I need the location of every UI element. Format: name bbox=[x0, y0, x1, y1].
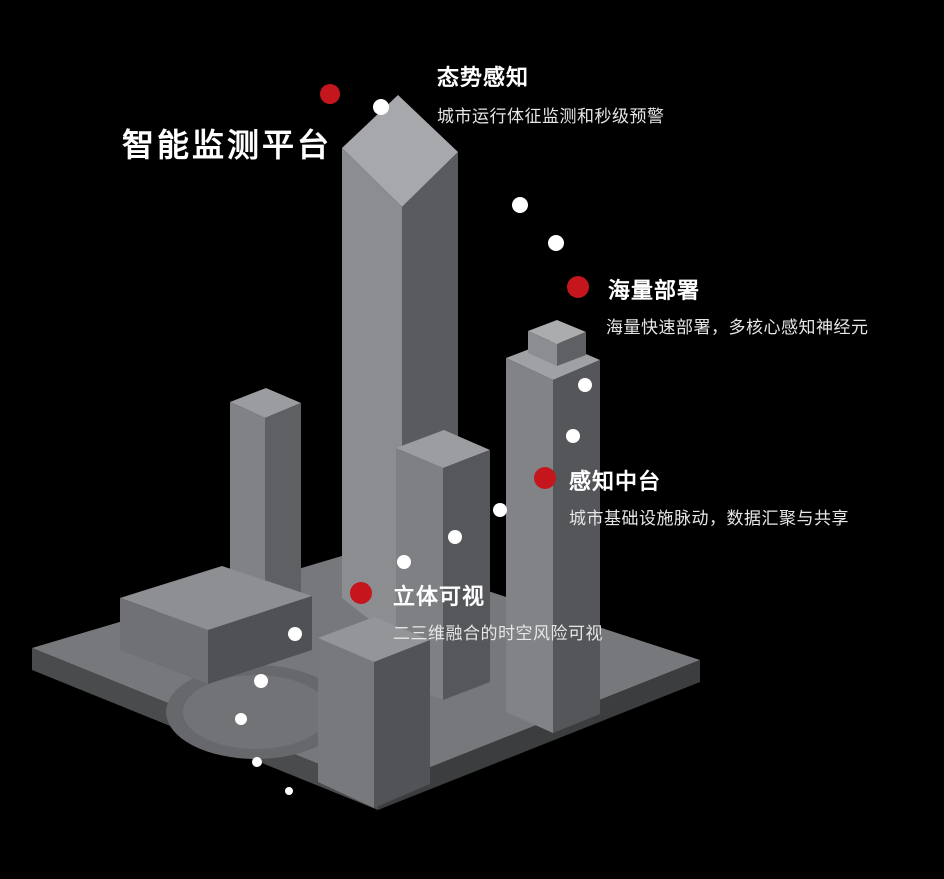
feature-desc-situational-awareness: 城市运行体征监测和秒级预警 bbox=[437, 107, 665, 126]
building-right-tower bbox=[506, 320, 600, 733]
feature-marker-mass-deployment bbox=[567, 276, 589, 298]
feature-title-situational-awareness: 态势感知 bbox=[437, 65, 530, 90]
feature-desc-3d-visualization: 二三维融合的时空风险可视 bbox=[393, 624, 603, 643]
dotted-path bbox=[235, 99, 592, 795]
building-front-tower bbox=[318, 617, 430, 808]
feature-title-perception-platform: 感知中台 bbox=[569, 469, 662, 494]
feature-title-mass-deployment: 海量部署 bbox=[608, 278, 701, 303]
page-title: 智能监测平台 bbox=[122, 127, 333, 163]
building-mid-tower bbox=[396, 430, 490, 700]
feature-marker-3d-visualization bbox=[350, 582, 372, 604]
feature-marker-perception-platform bbox=[534, 467, 556, 489]
building-left-tower bbox=[230, 388, 301, 626]
feature-desc-mass-deployment: 海量快速部署，多核心感知神经元 bbox=[606, 318, 869, 337]
building-low-slab bbox=[120, 566, 312, 684]
feature-title-3d-visualization: 立体可视 bbox=[393, 584, 486, 609]
feature-desc-perception-platform: 城市基础设施脉动，数据汇聚与共享 bbox=[569, 509, 849, 528]
platform-marker-dot bbox=[320, 84, 340, 104]
